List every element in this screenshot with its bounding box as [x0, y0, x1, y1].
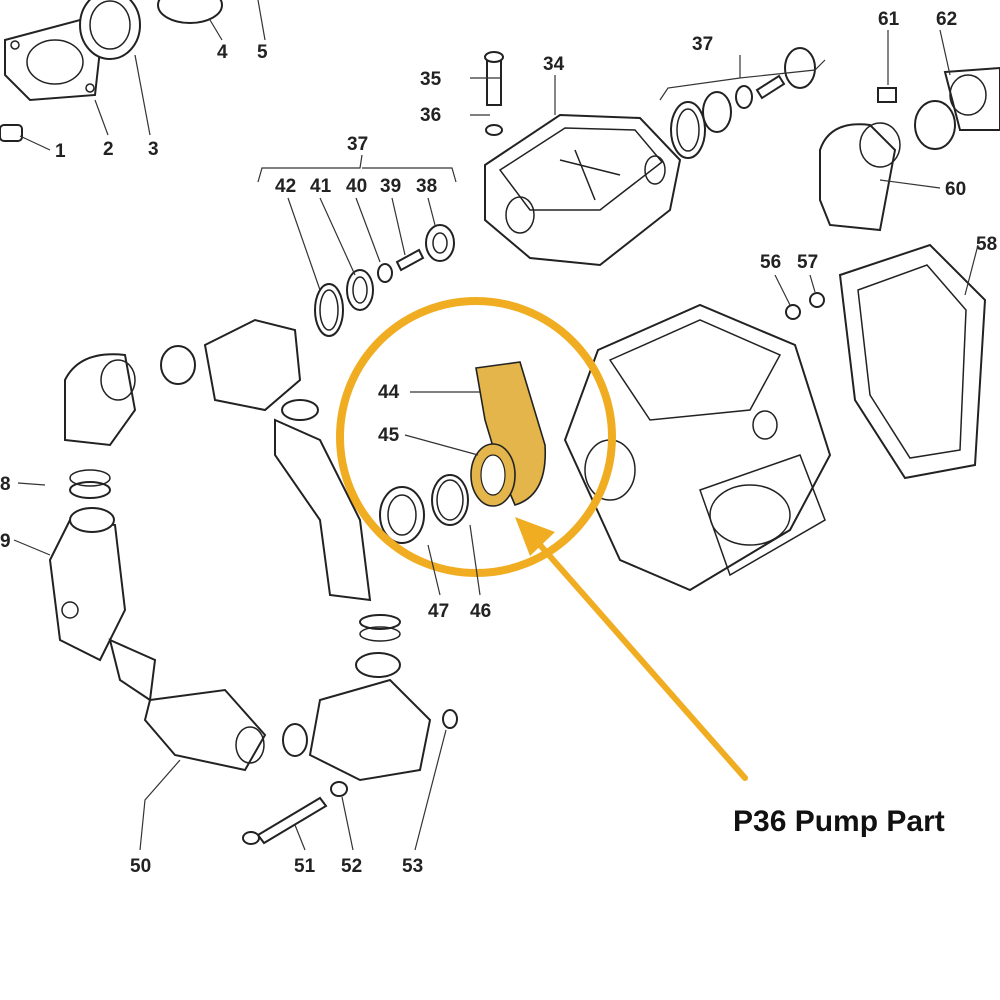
valve-parts-group-right — [670, 47, 816, 159]
callout-8: 8 — [0, 474, 11, 495]
callout-47: 47 — [428, 601, 449, 622]
callout-39: 39 — [380, 176, 401, 197]
small-plug-part — [0, 124, 23, 142]
orings-mid — [359, 614, 401, 642]
callout-1: 1 — [55, 141, 66, 162]
washer-52 — [330, 781, 348, 797]
oring-46 — [431, 474, 469, 526]
callout-37-right: 37 — [692, 34, 713, 55]
callout-3: 3 — [148, 139, 159, 160]
callout-38: 38 — [416, 176, 437, 197]
fitting-62 — [914, 66, 1000, 150]
lower-pipe-50 — [108, 638, 267, 772]
callout-53: 53 — [402, 856, 423, 877]
callout-51: 51 — [294, 856, 316, 877]
callout-60: 60 — [945, 179, 966, 200]
callout-labels: 1 2 3 4 5 34 35 36 37 37 38 39 40 41 42 … — [0, 9, 997, 877]
callout-34: 34 — [543, 54, 565, 75]
ring-45 — [470, 443, 516, 507]
tee-fitting-49 — [48, 507, 127, 662]
callout-57: 57 — [797, 252, 818, 273]
washer-57 — [809, 292, 825, 308]
callout-58: 58 — [976, 234, 997, 255]
seal-47 — [379, 486, 425, 544]
top-bearing-part — [157, 0, 223, 24]
pump-body — [563, 303, 832, 592]
callout-37-left: 37 — [347, 134, 368, 155]
elbow-60 — [819, 122, 901, 232]
washer-53 — [442, 709, 458, 729]
callout-42: 42 — [275, 176, 296, 197]
callout-56: 56 — [760, 252, 781, 273]
callout-44: 44 — [378, 382, 400, 403]
gasket-58 — [838, 243, 987, 480]
nut-56 — [785, 304, 801, 320]
pointer-arrow — [515, 517, 748, 781]
caption: P36 Pump Part — [733, 805, 945, 838]
callout-4: 4 — [217, 42, 228, 63]
callout-62: 62 — [936, 9, 957, 30]
callout-52: 52 — [341, 856, 362, 877]
bolt-51 — [242, 796, 328, 845]
highlight-circle — [336, 297, 616, 577]
lower-manifold — [282, 652, 432, 782]
seal-ring-part — [79, 0, 141, 60]
oring-48 — [69, 469, 111, 499]
valve-parts-group — [314, 224, 455, 337]
callout-50: 50 — [130, 856, 151, 877]
bolt-35 — [484, 51, 504, 136]
callout-35: 35 — [420, 69, 442, 90]
callout-9: 9 — [0, 531, 11, 552]
callout-36: 36 — [420, 105, 441, 126]
callout-46: 46 — [470, 601, 491, 622]
callout-41: 41 — [310, 176, 332, 197]
pipe-assembly — [274, 418, 372, 602]
left-elbow — [64, 353, 137, 447]
callout-40: 40 — [346, 176, 367, 197]
callout-2: 2 — [103, 139, 114, 160]
callout-45: 45 — [378, 425, 400, 446]
callout-61: 61 — [878, 9, 900, 30]
pump-head-manifold — [484, 113, 682, 267]
clip-61 — [877, 87, 897, 103]
leader-lines — [13, 0, 979, 851]
manifold-head — [160, 318, 319, 421]
callout-5: 5 — [257, 42, 268, 63]
